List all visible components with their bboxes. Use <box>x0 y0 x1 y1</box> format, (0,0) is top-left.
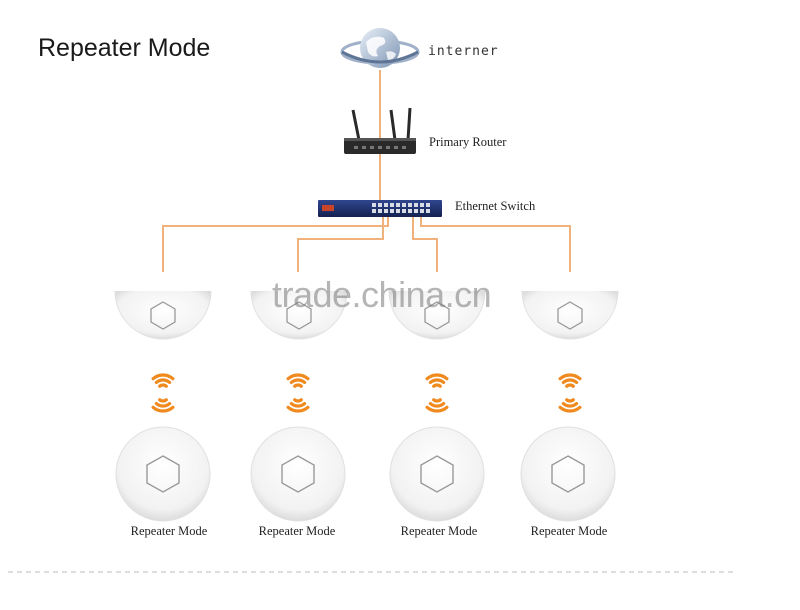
hexagon-icon <box>551 455 585 493</box>
switch-ap-links <box>162 217 571 272</box>
router-label: Primary Router <box>429 135 507 149</box>
switch-icon <box>318 200 442 217</box>
wifi-arc <box>154 378 172 385</box>
wifi-arc <box>289 401 307 408</box>
ap-label-4: Repeater Mode <box>530 524 608 538</box>
top-ap-2 <box>250 290 348 340</box>
wifi-arc <box>428 378 446 385</box>
page-title: Repeater Mode <box>38 34 211 62</box>
wifi-arc <box>154 401 172 408</box>
wifi-arc <box>158 383 168 388</box>
hexagon-icon <box>150 301 176 330</box>
switch-label: Ethernet Switch <box>455 199 536 213</box>
bottom-ap-2 <box>250 426 346 522</box>
wifi-icon <box>558 373 582 413</box>
wifi-arc <box>151 405 175 413</box>
router-icon <box>344 107 416 154</box>
hexagon-icon <box>286 301 312 330</box>
internet-label: interner <box>428 44 499 59</box>
top-access-points <box>114 290 619 340</box>
wifi-arc <box>428 401 446 408</box>
hexagon-icon <box>146 455 180 493</box>
wifi-arc <box>565 383 575 388</box>
watermark: trade.china.cn <box>272 274 492 315</box>
wifi-arc <box>286 405 310 413</box>
bottom-access-points <box>115 426 616 522</box>
wifi-arc <box>561 378 579 385</box>
wifi-arc <box>558 373 582 381</box>
wifi-arc <box>425 405 449 413</box>
hexagon-icon <box>424 301 450 330</box>
wifi-arc <box>565 398 575 403</box>
ap-label-3: Repeater Mode <box>400 524 478 538</box>
bottom-ap-4 <box>520 426 616 522</box>
hexagon-icon <box>281 455 315 493</box>
wifi-arc <box>151 373 175 381</box>
wifi-arc <box>425 373 449 381</box>
wifi-arc <box>432 383 442 388</box>
bottom-ap-3 <box>389 426 485 522</box>
wifi-icon <box>425 373 449 413</box>
hexagon-icon <box>557 301 583 330</box>
top-ap-3 <box>388 290 486 340</box>
wifi-arc <box>158 398 168 403</box>
top-ap-4 <box>521 290 619 340</box>
top-ap-1 <box>114 290 212 340</box>
wifi-arc <box>289 378 307 385</box>
link-ap-1 <box>162 217 389 272</box>
link-ap-2 <box>297 217 384 272</box>
wifi-arc <box>432 398 442 403</box>
link-ap-4 <box>420 217 571 272</box>
link-ap-3 <box>412 217 438 272</box>
ap-label-2: Repeater Mode <box>258 524 336 538</box>
wifi-arc <box>293 398 303 403</box>
wifi-icon <box>151 373 175 413</box>
wifi-icon <box>286 373 310 413</box>
ap-label-1: Repeater Mode <box>130 524 208 538</box>
hexagon-icon <box>420 455 454 493</box>
wifi-arc <box>558 405 582 413</box>
wifi-signals <box>151 373 582 413</box>
internet-globe-icon <box>340 28 420 68</box>
bottom-ap-1 <box>115 426 211 522</box>
wifi-arc <box>293 383 303 388</box>
wifi-arc <box>286 373 310 381</box>
wifi-arc <box>561 401 579 408</box>
